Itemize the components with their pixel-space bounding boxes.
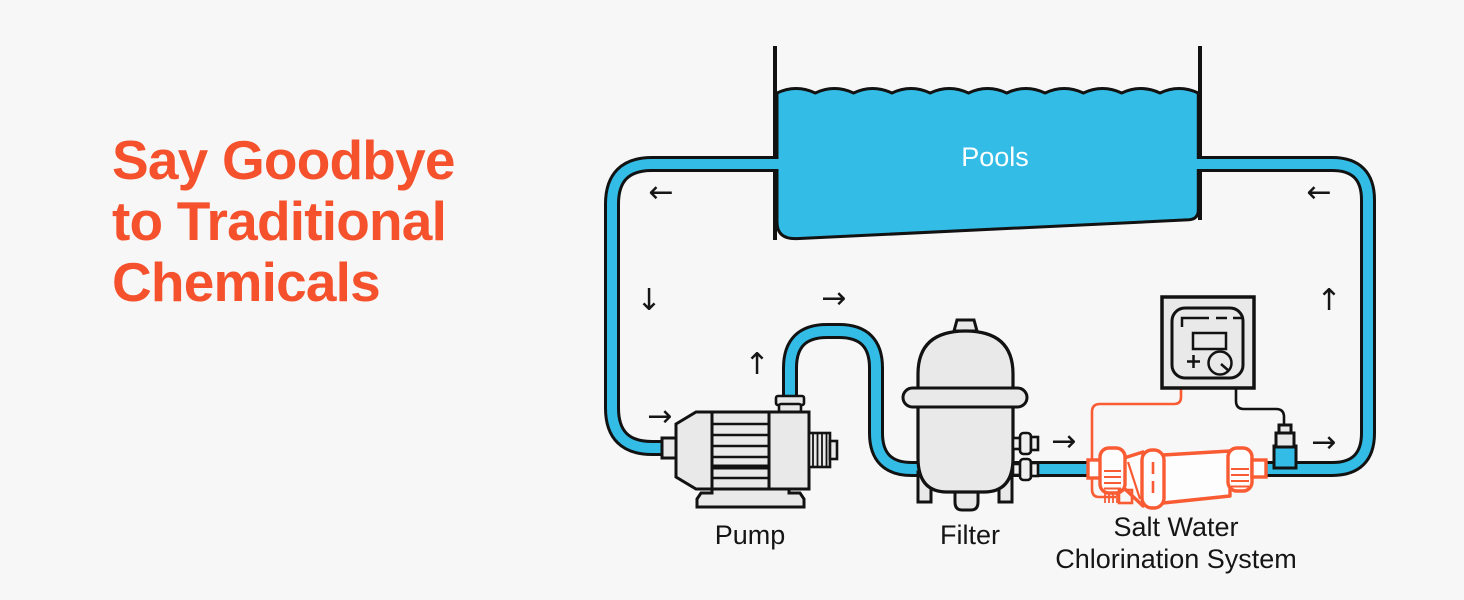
page-title-line-3: Chemicals xyxy=(112,251,381,313)
filter-top-cap xyxy=(952,318,979,333)
pipe-chlorinator-to-pool xyxy=(1186,156,1376,477)
flow-arrow-left: ← xyxy=(648,175,674,210)
panel-trace-line xyxy=(1180,316,1209,327)
pool-tank xyxy=(773,46,1202,241)
pipe-pool-to-pump xyxy=(604,156,800,456)
pump-end-cap xyxy=(674,410,714,491)
chlorinator-label-line-2: Chlorination System xyxy=(1055,544,1297,574)
pump-motor-block xyxy=(767,410,811,491)
pump-label: Pump xyxy=(714,520,786,550)
panel-knob-pointer xyxy=(1220,363,1230,372)
page-title: Say Goodbye to Traditional Chemicals xyxy=(112,130,455,313)
cell-center-ring xyxy=(1140,448,1166,510)
cell-body xyxy=(1161,449,1232,505)
flow-sensor-icon xyxy=(1272,423,1298,470)
control-panel-icon xyxy=(1160,295,1256,390)
flow-arrow-down: ↓ xyxy=(636,283,662,318)
filter-port-upper xyxy=(1011,431,1040,456)
filter-icon xyxy=(901,318,1040,512)
pump-base xyxy=(695,487,806,509)
flow-arrow-up-right-pipe: ↑ xyxy=(1316,283,1342,318)
panel-face xyxy=(1170,306,1245,380)
cell-outlet-stub xyxy=(1250,458,1268,479)
panel-display xyxy=(1191,331,1228,351)
filter-port-lower xyxy=(1011,457,1040,482)
filter-collar xyxy=(901,386,1029,409)
chlorinator-cell-icon xyxy=(1086,446,1268,510)
flow-arrow-up-pump-outlet: ↑ xyxy=(744,347,770,382)
panel-knob xyxy=(1207,350,1233,376)
panel-plus-symbol xyxy=(1187,355,1200,368)
flow-arrow-into-pool: ← xyxy=(1306,175,1332,210)
cell-wire-terminal xyxy=(1104,488,1134,505)
sensor-cap-band xyxy=(1274,431,1296,449)
flow-arrow-into-pump: → xyxy=(647,399,673,434)
filter-label: Filter xyxy=(940,520,1000,550)
pipe-pump-to-filter-to-chlorinator xyxy=(782,323,1096,477)
flow-arrow-filter-to-cell: → xyxy=(1051,424,1077,459)
pump-icon xyxy=(660,394,839,509)
page-title-line-1: Say Goodbye xyxy=(112,129,455,191)
pump-shaft-end xyxy=(828,439,839,461)
flow-arrow-cell-outlet: → xyxy=(1311,425,1337,460)
wire-panel-to-sensor xyxy=(1234,386,1286,427)
pool-label: Pools xyxy=(961,142,1029,172)
sensor-cap-top xyxy=(1277,423,1293,435)
sensor-body xyxy=(1272,444,1298,470)
wire-panel-to-cell xyxy=(1090,386,1183,499)
flow-arrow-pump-to-filter: → xyxy=(821,281,847,316)
filter-tank-body xyxy=(916,329,1015,494)
page-title-line-2: to Traditional xyxy=(112,190,447,252)
chlorinator-label-line-1: Salt Water xyxy=(1113,512,1239,542)
